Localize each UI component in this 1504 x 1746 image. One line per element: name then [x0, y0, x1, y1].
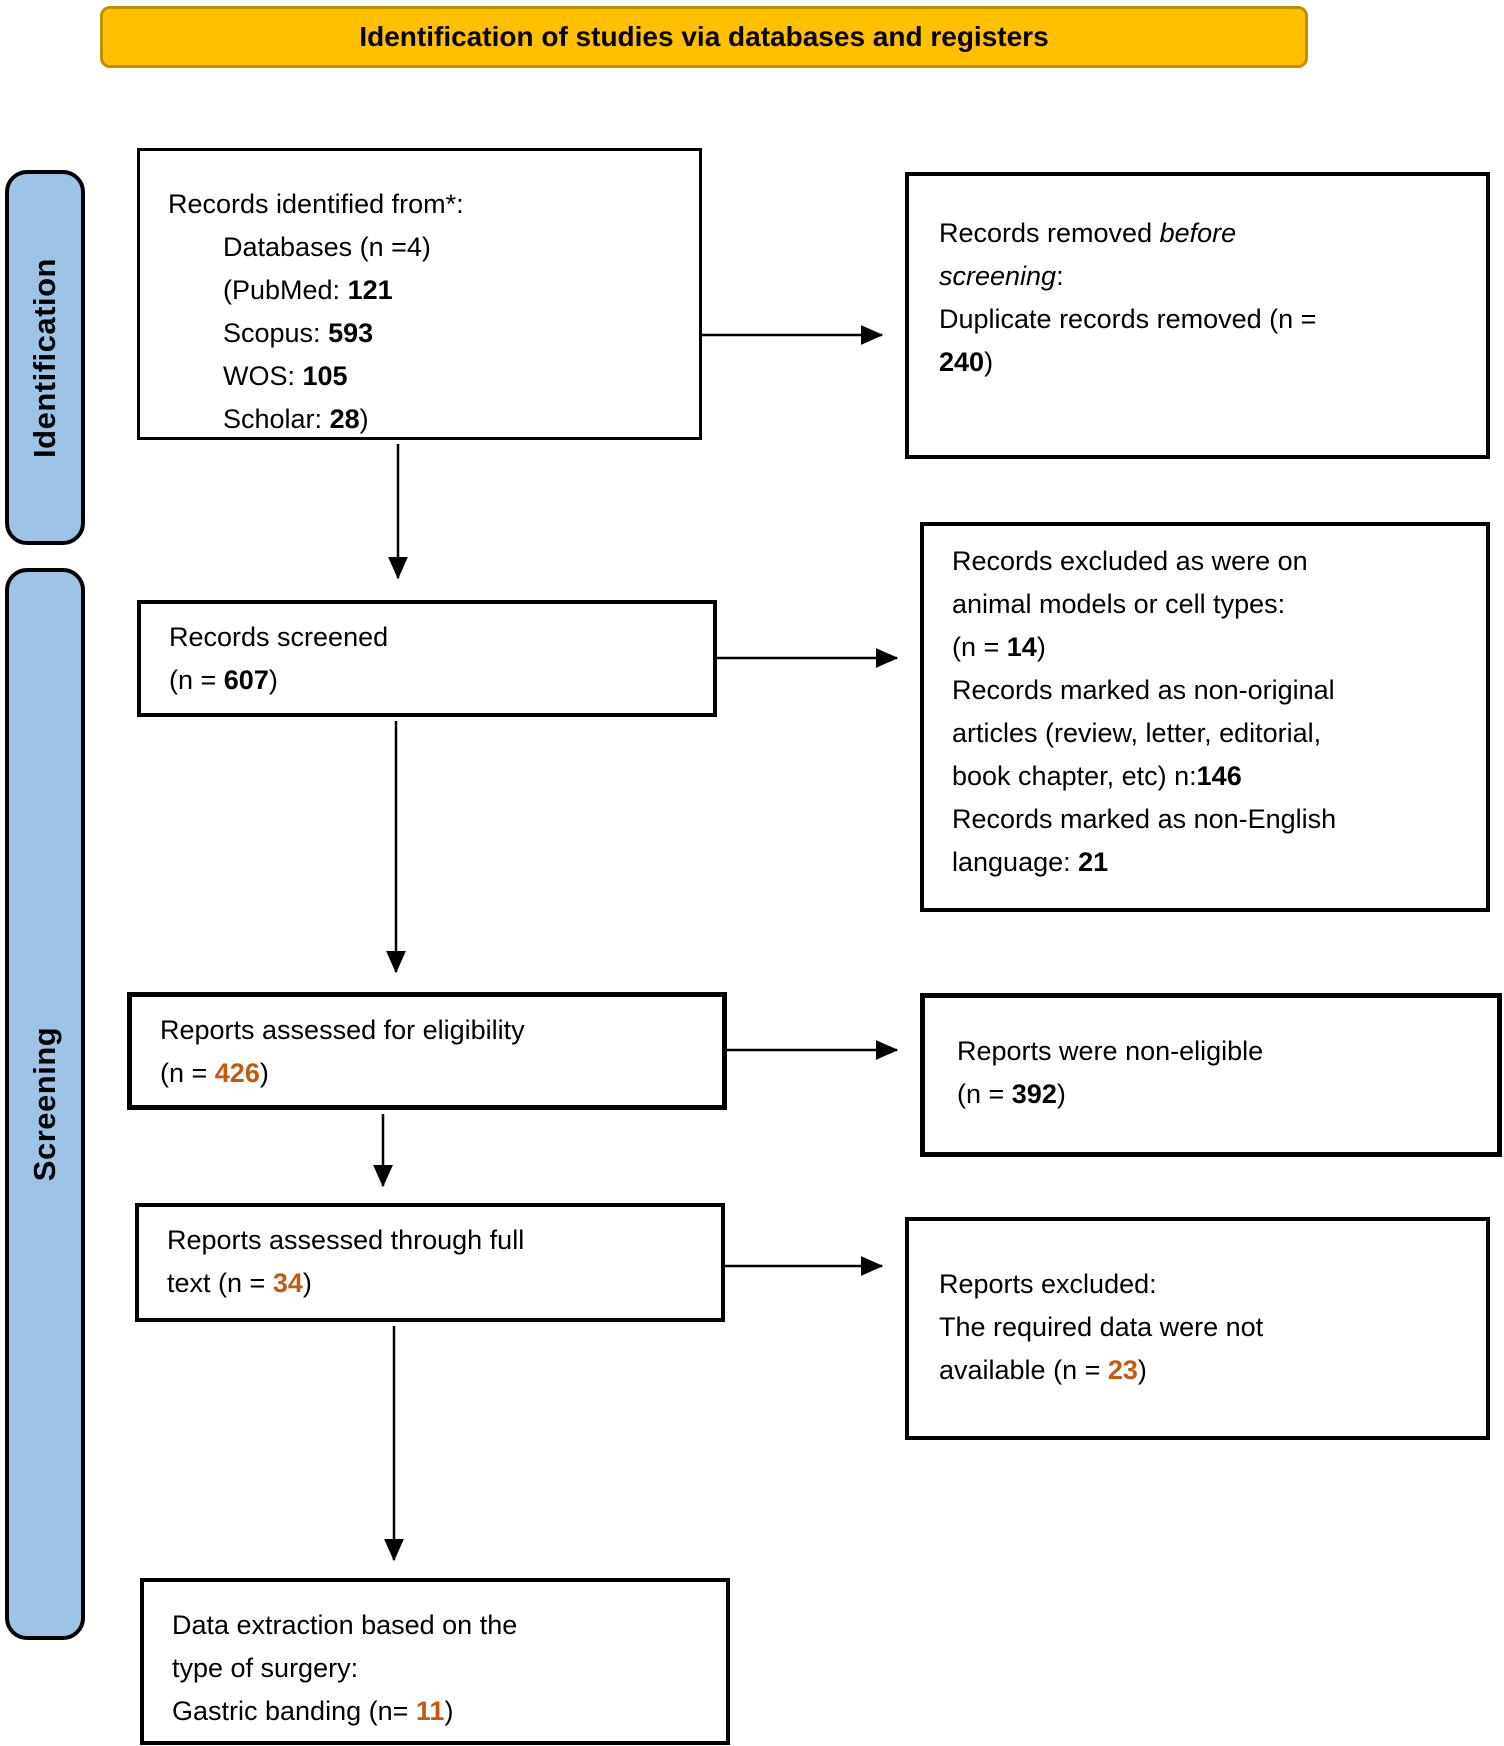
text-line: Scopus: 593 [223, 318, 374, 348]
text-line: Scholar: 28) [223, 404, 369, 434]
count-value: 593 [328, 318, 374, 348]
text-line: Reports excluded: [939, 1269, 1157, 1299]
text-line: Reports assessed through full [167, 1225, 525, 1255]
text-line: Databases (n =4) [223, 232, 431, 262]
count-value: 21 [1078, 847, 1109, 877]
text-line: Reports were non-eligible [957, 1036, 1264, 1066]
text-line: book chapter, etc) n:146 [952, 761, 1242, 791]
banner-title: Identification of studies via databases … [100, 6, 1308, 68]
stage-label-screening: Screening [5, 568, 85, 1640]
banner-title-text: Identification of studies via databases … [359, 21, 1049, 52]
box-reports-assessed-eligibility: Reports assessed for eligibility (n = 42… [127, 992, 727, 1110]
count-value: 121 [347, 275, 393, 305]
count-value: 607 [223, 665, 269, 695]
text-line: Gastric banding (n= 11) [172, 1696, 454, 1726]
text-line: (n = 392) [957, 1079, 1066, 1109]
count-value: 426 [214, 1058, 260, 1088]
count-value: 23 [1107, 1355, 1138, 1385]
text-line: Data extraction based on the [172, 1610, 518, 1640]
text-line: type of surgery: [172, 1653, 359, 1683]
text-line: screening: [939, 261, 1064, 291]
box-reports-full-text: Reports assessed through full text (n = … [135, 1203, 725, 1322]
text-line: articles (review, letter, editorial, [952, 718, 1322, 748]
text-line: text (n = 34) [167, 1268, 312, 1298]
text-line: 240) [939, 347, 994, 377]
count-value: 34 [272, 1268, 303, 1298]
text-line: (PubMed: 121 [223, 275, 393, 305]
count-value: 146 [1196, 761, 1242, 791]
text-line: WOS: 105 [223, 361, 348, 391]
text-line: Records excluded as were on [952, 546, 1308, 576]
text-line: The required data were not [939, 1312, 1264, 1342]
box-records-screened: Records screened (n = 607) [137, 600, 717, 717]
text-line: Records marked as non-original [952, 675, 1335, 705]
text-line: animal models or cell types: [952, 589, 1286, 619]
count-value: 240 [939, 347, 985, 377]
box-records-excluded: Records excluded as were on animal model… [920, 522, 1490, 912]
box-records-identified: Records identified from*: Databases (n =… [137, 148, 702, 440]
stage-label-identification: Identification [5, 170, 85, 545]
box-reports-excluded: Reports excluded: The required data were… [905, 1217, 1490, 1440]
text-line: (n = 426) [160, 1058, 269, 1088]
text-line: Records identified from*: [168, 189, 464, 219]
text-line: (n = 607) [169, 665, 278, 695]
box-data-extraction: Data extraction based on the type of sur… [140, 1578, 730, 1745]
text-line: language: 21 [952, 847, 1109, 877]
text-line: available (n = 23) [939, 1355, 1147, 1385]
box-records-removed: Records removed before screening: Duplic… [905, 172, 1490, 459]
count-value: 392 [1011, 1079, 1057, 1109]
count-value: 28 [329, 404, 360, 434]
text-line: (n = 14) [952, 632, 1046, 662]
text-line: Reports assessed for eligibility [160, 1015, 525, 1045]
count-value: 14 [1006, 632, 1037, 662]
text-line: Records removed before [939, 218, 1237, 248]
count-value: 105 [302, 361, 348, 391]
box-reports-non-eligible: Reports were non-eligible (n = 392) [920, 993, 1502, 1157]
count-value: 11 [415, 1696, 445, 1726]
text-line: Records marked as non-English [952, 804, 1337, 834]
text-line: Duplicate records removed (n = [939, 304, 1317, 334]
text-line: Records screened [169, 622, 389, 652]
